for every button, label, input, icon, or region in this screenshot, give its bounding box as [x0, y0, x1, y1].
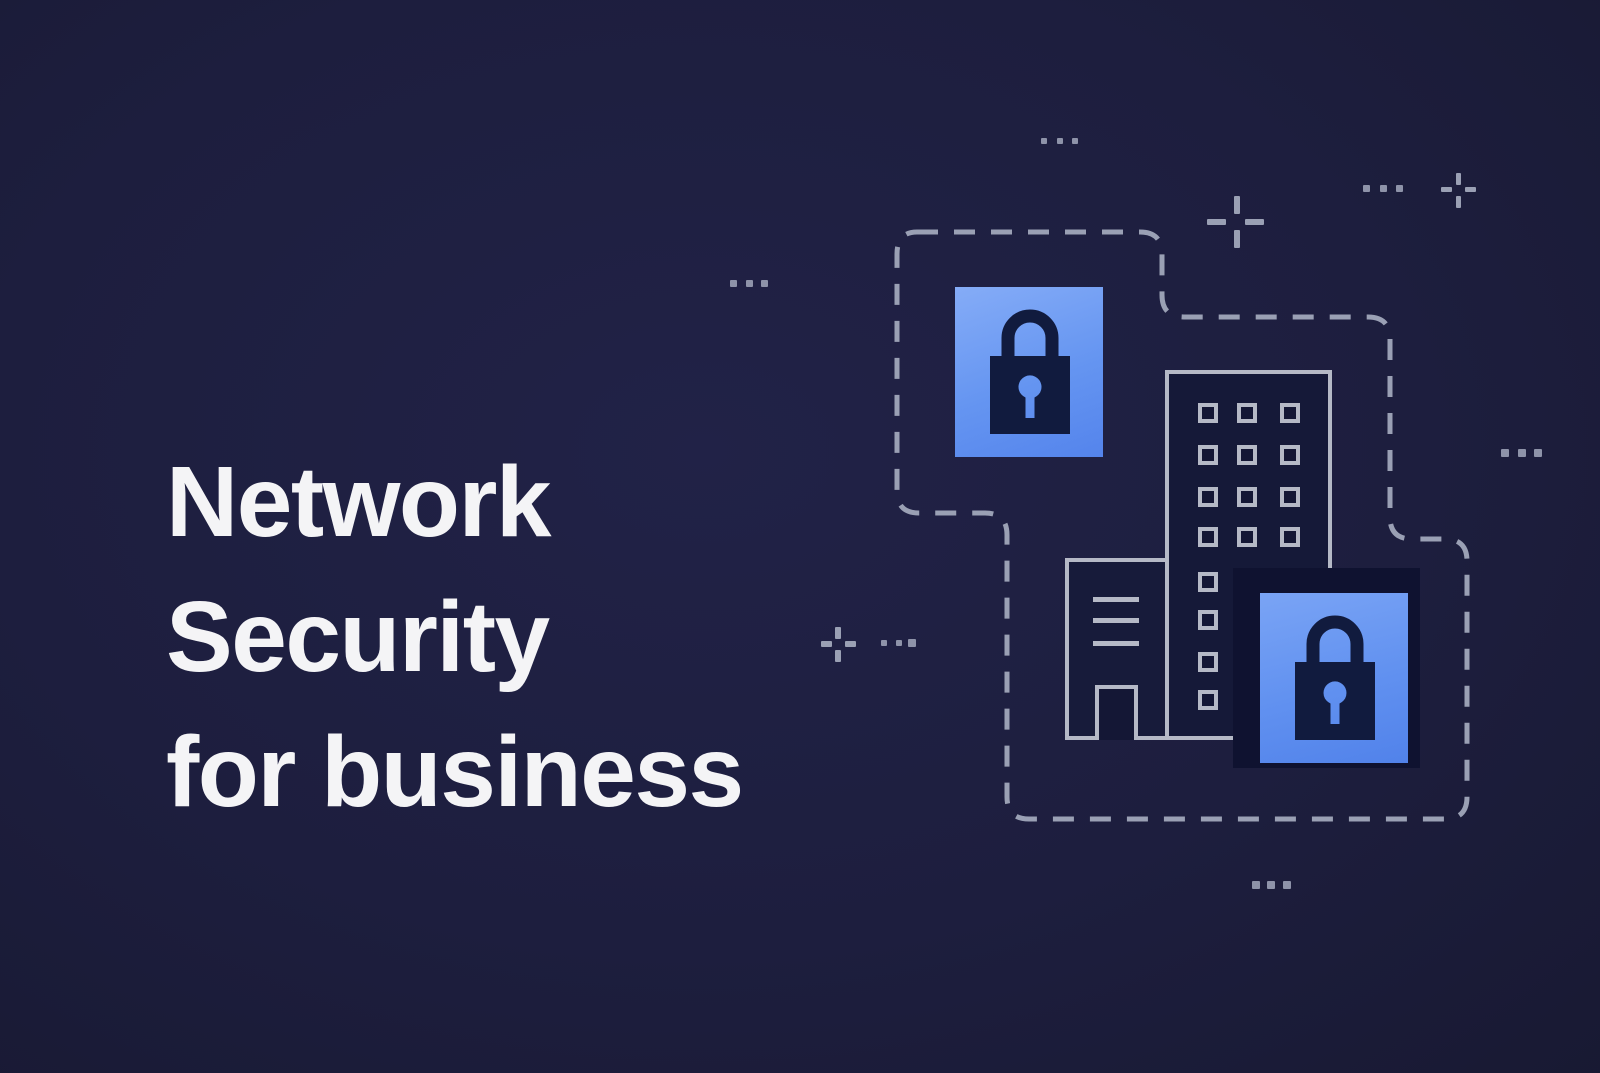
- window: [1237, 487, 1257, 507]
- window: [1280, 445, 1300, 465]
- lock-tile: [1260, 593, 1408, 763]
- page-title: Network Security for business: [166, 435, 744, 840]
- window: [1198, 445, 1218, 465]
- padlock-icon: [990, 309, 1070, 434]
- window: [1237, 445, 1257, 465]
- window: [1198, 527, 1218, 547]
- window: [1198, 487, 1218, 507]
- crosshair-icon: [821, 627, 856, 662]
- crosshair-icon: [1207, 196, 1264, 248]
- window: [1198, 403, 1218, 423]
- door: [1095, 685, 1138, 740]
- dots-icon: [1363, 185, 1403, 192]
- dots-icon: [1041, 138, 1078, 144]
- window: [1237, 527, 1257, 547]
- title-line-1: Network: [166, 446, 552, 558]
- window: [1280, 403, 1300, 423]
- lock-tile: [955, 287, 1103, 457]
- window: [1237, 403, 1257, 423]
- crosshair-icon: [1441, 173, 1476, 208]
- title-line-2: Security: [166, 581, 550, 693]
- dots-icon: [881, 639, 916, 647]
- window: [1198, 572, 1218, 592]
- window: [1198, 690, 1218, 710]
- facade-line: [1093, 597, 1139, 602]
- facade-line: [1093, 618, 1139, 623]
- office-building-icon: [1065, 558, 1169, 740]
- padlock-icon: [1295, 615, 1375, 740]
- dots-icon: [1501, 449, 1542, 457]
- facade-line: [1093, 641, 1139, 646]
- window: [1280, 527, 1300, 547]
- window: [1198, 610, 1218, 630]
- window: [1280, 487, 1300, 507]
- title-line-3: for business: [166, 716, 744, 828]
- window: [1198, 652, 1218, 672]
- dots-icon: [1252, 881, 1291, 889]
- dots-icon: [730, 280, 768, 287]
- dashed-connection-path: [894, 229, 1470, 822]
